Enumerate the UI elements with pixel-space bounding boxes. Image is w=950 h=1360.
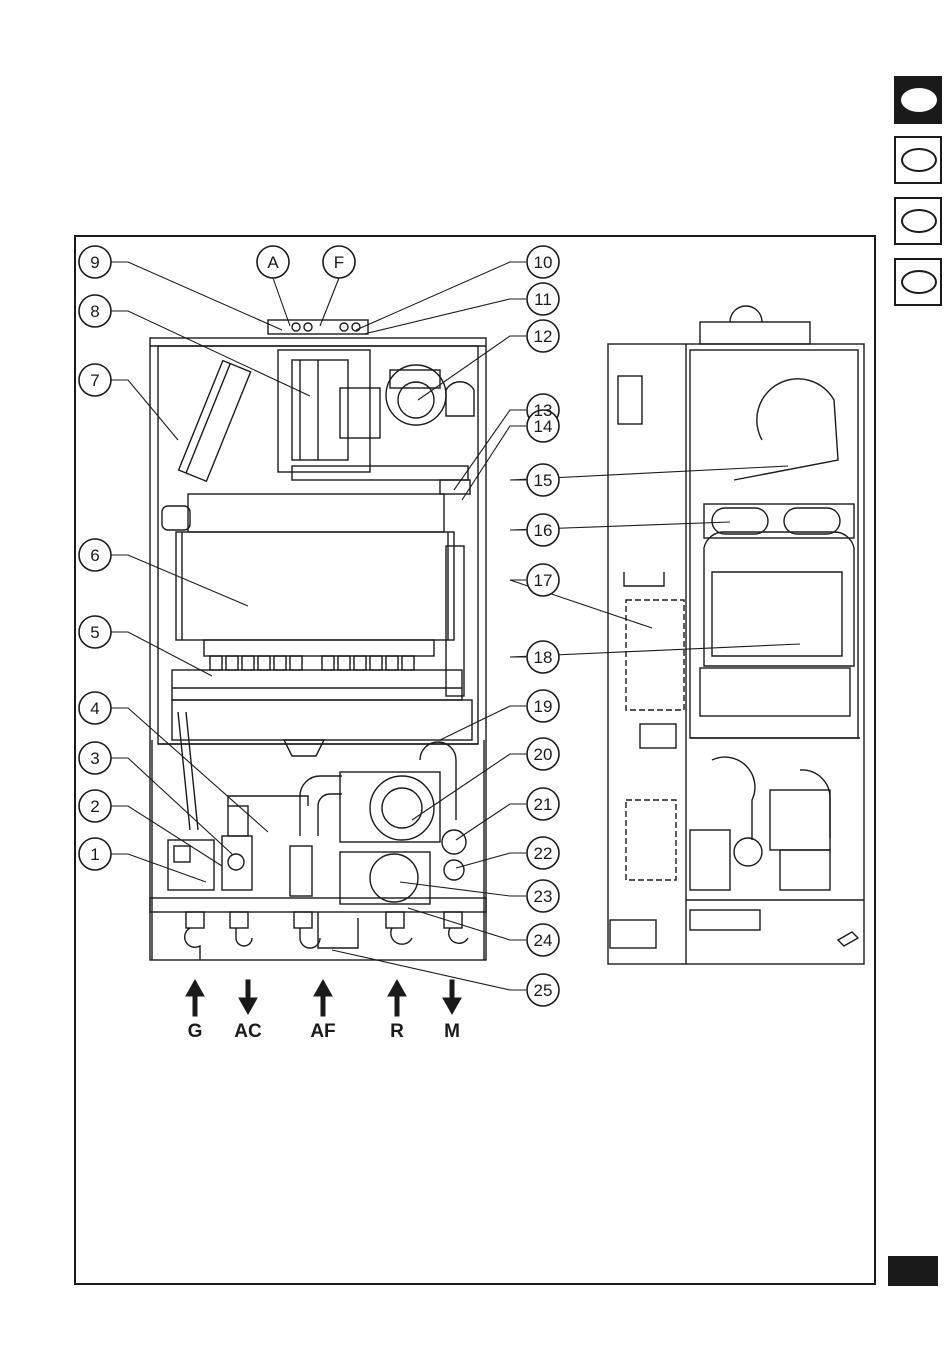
callout-label: 8 (90, 302, 99, 321)
arrow-down-icon (443, 980, 461, 1014)
arrow-up-icon (186, 980, 204, 1016)
connection-arrows (186, 980, 461, 1016)
callout-label: 25 (534, 981, 553, 1000)
diagram-frame (75, 236, 875, 1284)
callout-label: 22 (534, 844, 553, 863)
connection-label: M (444, 1021, 460, 1042)
arrow-up-icon (388, 980, 406, 1016)
callout-labels: 9 8 7 6 5 4 3 2 1 A F 10 11 12 13 14 15 … (90, 253, 552, 1000)
callout-label: 10 (534, 253, 553, 272)
callout-label: 6 (90, 546, 99, 565)
callout-label: 23 (534, 887, 553, 906)
connection-labels: G AC AF R M (188, 1021, 460, 1042)
connection-label: AC (234, 1021, 262, 1042)
callout-label: 4 (90, 699, 99, 718)
callout-label: 1 (90, 845, 99, 864)
arrow-down-icon (239, 980, 257, 1014)
side-view (608, 306, 864, 964)
connection-label: R (390, 1021, 404, 1042)
callout-label: 7 (90, 371, 99, 390)
callout-label: 3 (90, 749, 99, 768)
callout-label: 9 (90, 253, 99, 272)
callout-label: 21 (534, 795, 553, 814)
callout-label: 17 (534, 571, 553, 590)
callout-label: 18 (534, 648, 553, 667)
callout-label: 12 (534, 327, 553, 346)
front-view (150, 320, 486, 960)
connection-label: AF (310, 1021, 335, 1042)
callout-label: 5 (90, 623, 99, 642)
burner-jets (210, 656, 414, 670)
callout-label: 15 (534, 471, 553, 490)
connection-label: G (188, 1021, 203, 1042)
callout-label: 19 (534, 697, 553, 716)
arrow-up-icon (314, 980, 332, 1016)
callout-label: 24 (534, 931, 553, 950)
callout-label: F (334, 253, 344, 272)
callout-label: 2 (90, 797, 99, 816)
callout-label: 14 (534, 417, 553, 436)
callout-label: 11 (534, 290, 552, 309)
callout-label: A (267, 253, 279, 272)
callout-label: 16 (534, 521, 553, 540)
callout-label: 20 (534, 745, 553, 764)
